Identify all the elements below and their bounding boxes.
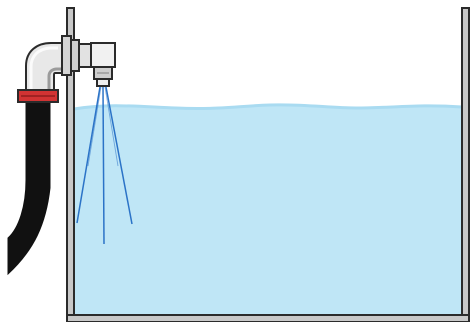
wall-fitting (70, 39, 80, 72)
spray-jet-center (102, 86, 105, 245)
spray-jet-right-inner (104, 86, 119, 167)
elbow-pipe-highlight (29, 46, 58, 89)
elbow-pipe-shade (47, 67, 62, 89)
pipe-flange (61, 35, 72, 76)
tank-left-wall (66, 7, 75, 322)
spray-jet-left (76, 86, 101, 224)
water-surface (73, 103, 463, 111)
tank-bottom (66, 314, 470, 322)
spray-jet-right (105, 86, 133, 225)
water-body (74, 104, 462, 316)
spray-nozzle-body (90, 42, 116, 68)
spray-jet-left-inner (87, 86, 102, 167)
hose (7, 101, 51, 276)
tank-right-wall (461, 7, 470, 322)
spray-nozzle-tip (96, 78, 110, 87)
pipe-to-nozzle (78, 43, 92, 68)
